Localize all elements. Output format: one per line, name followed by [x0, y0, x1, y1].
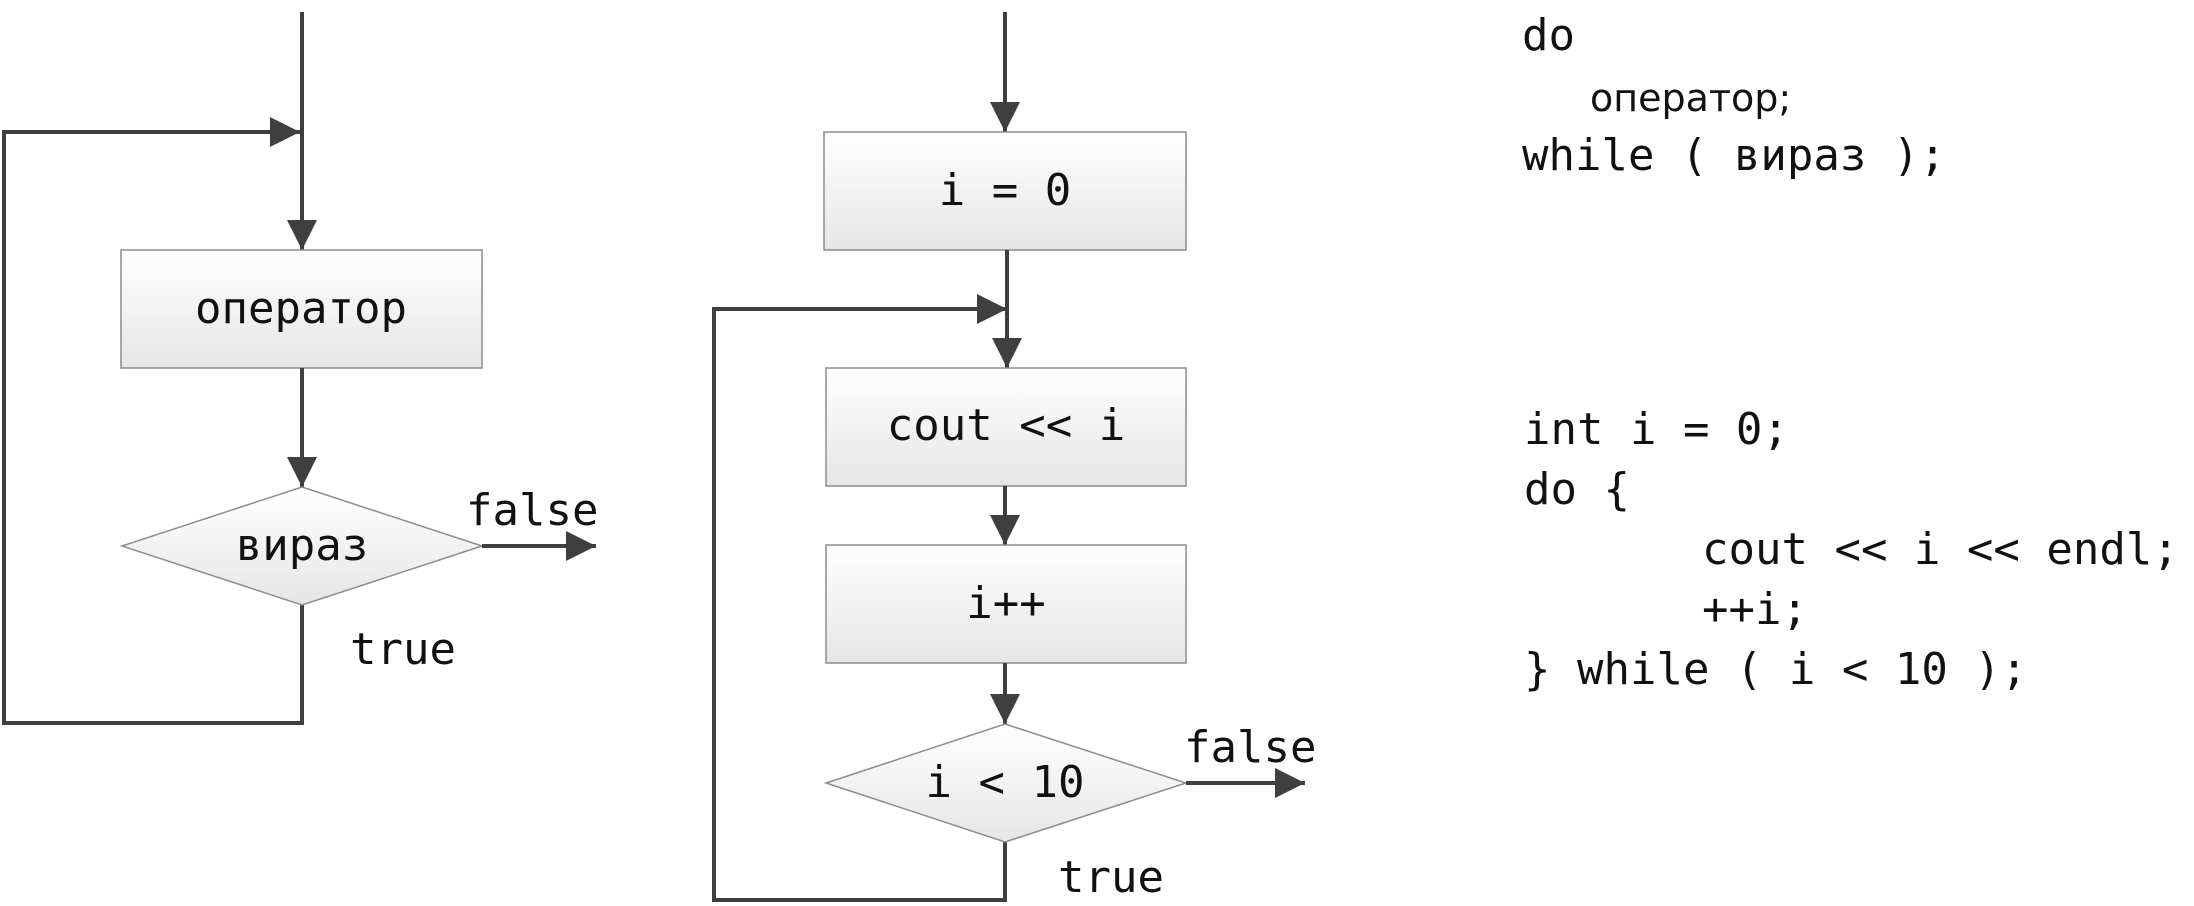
condition-label: вираз: [236, 520, 368, 571]
true-label: true: [350, 624, 456, 675]
process-label: оператор: [195, 283, 407, 334]
code-line: do {: [1524, 464, 1630, 515]
true-label: true: [1058, 852, 1164, 903]
increment-label: i++: [966, 578, 1045, 629]
condition-diamond: [119, 486, 485, 606]
init-box: [823, 131, 1187, 251]
loop-back-arrow: [712, 294, 1007, 902]
code-line: int i = 0;: [1524, 404, 1789, 455]
example-code-block: int i = 0; do { cout << i << endl; ++i; …: [1524, 404, 2179, 695]
body-box: [825, 367, 1187, 487]
loop-back-arrow: [2, 117, 304, 725]
code-line: cout << i << endl;: [1702, 524, 2179, 575]
init-label: i = 0: [939, 165, 1071, 216]
condition-diamond: [823, 723, 1189, 843]
condition-label: i < 10: [926, 757, 1085, 808]
code-line: ++i;: [1702, 584, 1808, 635]
code-line: } while ( i < 10 );: [1524, 644, 2027, 695]
syntax-code-block: do оператор; while ( вираз );: [1522, 10, 1946, 181]
increment-box: [825, 544, 1187, 664]
false-label: false: [1184, 722, 1316, 773]
code-line: оператор;: [1590, 76, 1791, 120]
code-line: do: [1522, 10, 1575, 61]
code-line: while ( вираз );: [1522, 130, 1946, 181]
false-label: false: [466, 485, 598, 536]
middle-flowchart: i = 0 cout << i i++ i < 10 false true: [712, 12, 1316, 903]
body-label: cout << i: [887, 400, 1125, 451]
left-flowchart: оператор вираз false true: [2, 12, 598, 725]
